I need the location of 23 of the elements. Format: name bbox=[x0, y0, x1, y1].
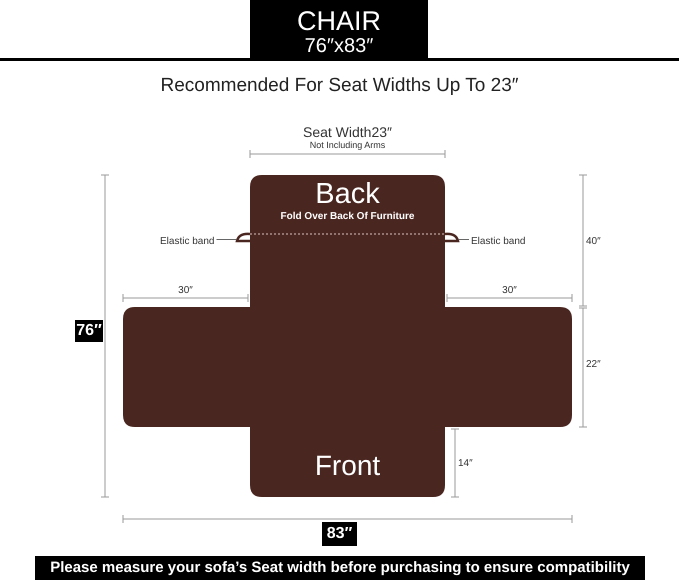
chair-cover-shape bbox=[123, 175, 572, 497]
dimension-label: 14″ bbox=[458, 459, 474, 469]
size-text: 76″x83″ bbox=[304, 36, 374, 56]
dimension-label: 22″ bbox=[586, 360, 602, 370]
dimension-label: 30″ bbox=[177, 286, 194, 296]
dimension-label: 40″ bbox=[586, 237, 602, 247]
dimension-label: Not Including Arms bbox=[308, 141, 386, 150]
elastic-band-loop bbox=[236, 232, 251, 243]
title: CHAIR bbox=[296, 8, 382, 35]
part-label: Back bbox=[314, 180, 381, 209]
leader-line bbox=[458, 239, 470, 240]
instruction-text: Fold Over Back Of Furniture bbox=[280, 212, 416, 222]
dimension-label: 83″ bbox=[322, 522, 357, 546]
callout-text: Elastic band bbox=[160, 237, 214, 247]
part-label: Front bbox=[314, 452, 382, 480]
dimension-label: Seat Width23″ bbox=[302, 125, 393, 139]
dimension-label: 30″ bbox=[501, 286, 518, 296]
callout-text: Elastic band bbox=[471, 237, 526, 247]
dimension-label: 76″ bbox=[75, 320, 103, 342]
leader-line bbox=[216, 239, 236, 240]
elastic-band-loop bbox=[444, 232, 459, 243]
note-banner: Please measure your sofa’s Seat width before purchasing to ensure compatibility bbox=[35, 556, 645, 580]
recommendation-text: Recommended For Seat Widths Up To 23″ bbox=[159, 76, 520, 95]
